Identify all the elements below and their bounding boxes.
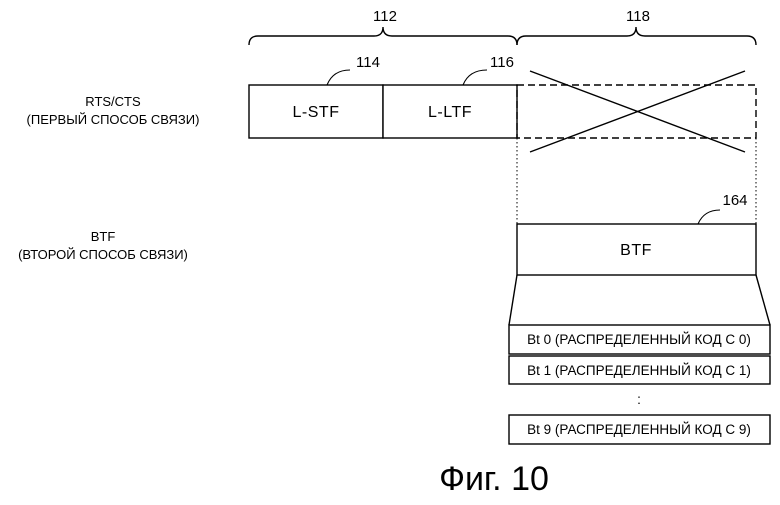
brace-112 — [249, 27, 517, 45]
code-ellipsis: : — [637, 392, 641, 407]
second-method-sublabel: (ВТОРОЙ СПОСОБ СВЯЗИ) — [18, 247, 188, 262]
brace-118 — [517, 27, 756, 45]
expand-line-left — [509, 275, 517, 325]
first-method-label: RTS/CTS — [85, 94, 141, 109]
ref-118: 118 — [626, 8, 650, 25]
ref-114: 114 — [356, 54, 380, 71]
second-method-label: BTF — [91, 229, 116, 244]
leader-114 — [327, 70, 350, 85]
lltf-label: L-LTF — [428, 104, 472, 121]
lstf-label: L-STF — [293, 104, 340, 121]
code-label-bt1: Bt 1 (РАСПРЕДЕЛЕННЫЙ КОД С 1) — [527, 363, 751, 378]
figure-caption: Фиг. 10 — [439, 460, 549, 498]
btf-label: BTF — [620, 242, 652, 259]
code-label-bt9: Bt 9 (РАСПРЕДЕЛЕННЫЙ КОД С 9) — [527, 422, 751, 437]
ref-164: 164 — [722, 192, 747, 209]
leader-116 — [463, 70, 487, 85]
ref-112: 112 — [373, 8, 397, 25]
expand-line-right — [756, 275, 770, 325]
code-label-bt0: Bt 0 (РАСПРЕДЕЛЕННЫЙ КОД С 0) — [527, 332, 751, 347]
leader-164 — [698, 210, 720, 224]
ref-116: 116 — [490, 54, 514, 71]
first-method-sublabel: (ПЕРВЫЙ СПОСОБ СВЯЗИ) — [27, 112, 200, 127]
